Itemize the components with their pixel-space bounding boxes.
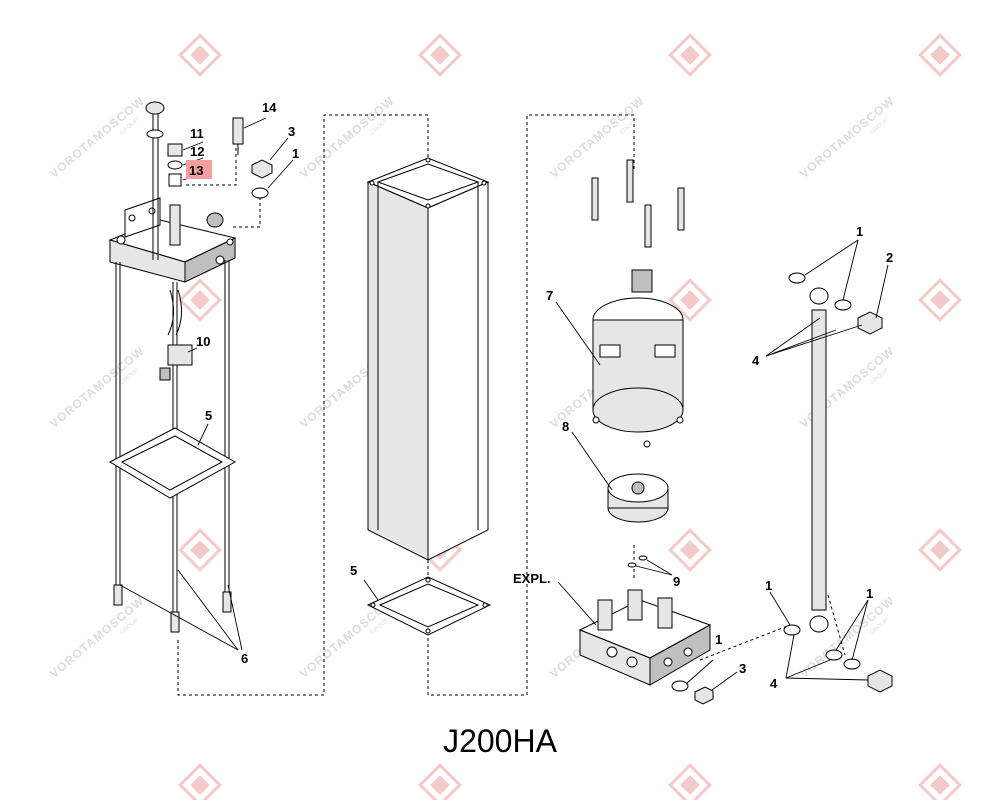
watermark-text: VOROTAMOSCOW [47,94,147,181]
callout-1-base[interactable]: 1 [715,632,722,647]
callout-9[interactable]: 9 [673,574,680,589]
callout-1-tube-left[interactable]: 1 [765,578,772,593]
callout-2[interactable]: 2 [886,250,893,265]
watermark-text: VOROTAMOSCOW [297,94,397,181]
highlight-part-13 [186,160,212,179]
callout-1-top[interactable]: 1 [292,146,299,161]
motor-screws [591,159,685,248]
callout-14[interactable]: 14 [262,100,277,115]
watermark-text: VOROTAMOSCOW [47,344,147,431]
callout-10[interactable]: 10 [196,334,210,349]
callout-11[interactable]: 11 [190,126,204,141]
callout-1-tube-right[interactable]: 1 [866,586,873,601]
callout-3-top[interactable]: 3 [288,124,295,139]
callout-7[interactable]: 7 [546,288,553,303]
callout-5-left[interactable]: 5 [205,408,212,423]
callout-6[interactable]: 6 [241,651,248,666]
model-title: J200HA [443,723,558,759]
left-frame-assembly [108,101,273,633]
callout-12[interactable]: 12 [190,144,204,159]
hydraulic-tube-assembly [783,272,893,693]
center-column-housing [366,157,492,636]
motor-group [578,159,714,705]
callout-labels: 11 12 13 14 3 1 10 5 6 5 7 8 9 EXPL. 1 3… [189,100,893,691]
assembly-dashed-lines [177,114,846,696]
callout-13[interactable]: 13 [189,163,203,178]
callout-4-bottom[interactable]: 4 [770,676,778,691]
watermark-text: VOROTAMOSCOW [797,94,897,181]
callout-5-bottom[interactable]: 5 [350,563,357,578]
callout-3-base[interactable]: 3 [739,661,746,676]
callout-1-tube-top[interactable]: 1 [856,224,863,239]
callout-expl[interactable]: EXPL. [513,571,551,586]
callout-4-top[interactable]: 4 [752,353,760,368]
leader-lines [119,117,889,691]
callout-8[interactable]: 8 [562,419,569,434]
watermark-text: VOROTAMOSCOW [47,594,147,681]
